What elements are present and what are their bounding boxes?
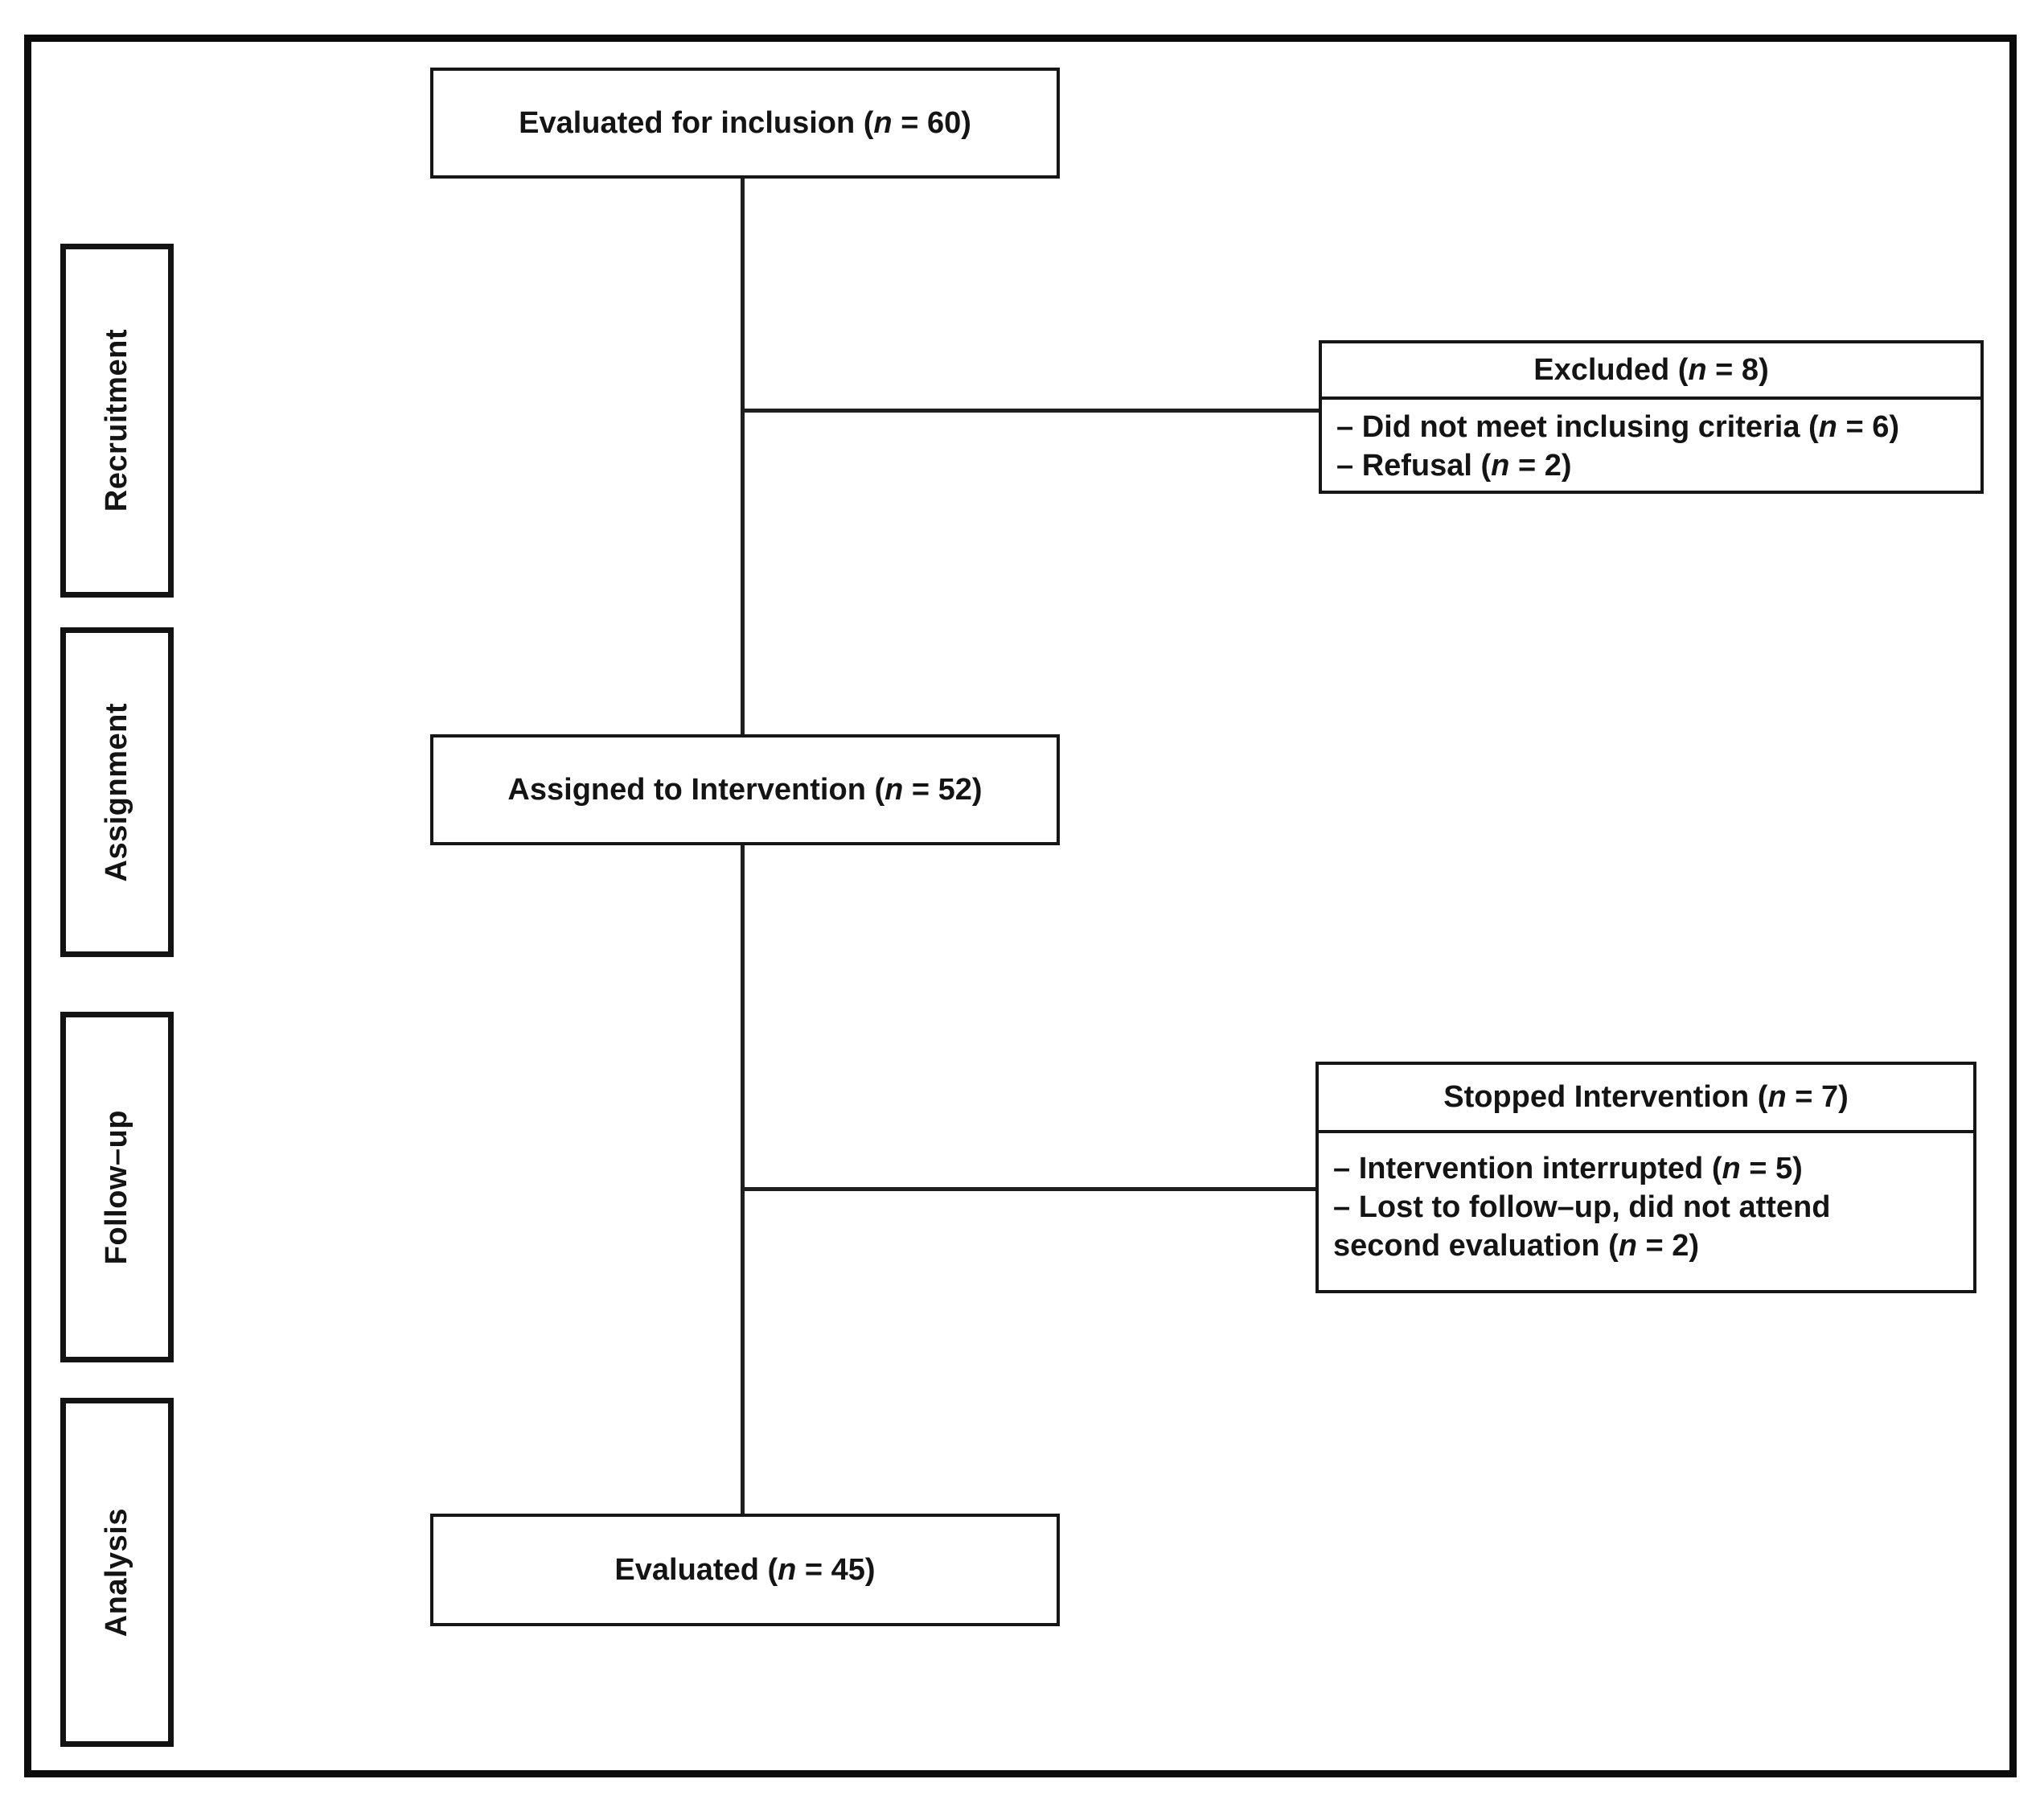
label-text: = 2): [1636, 1229, 1700, 1263]
label-text: Evaluated (: [614, 1552, 778, 1587]
n-italic: n: [778, 1552, 797, 1587]
box-label: Stopped Intervention (n = 7): [1443, 1080, 1849, 1115]
stage-assignment: Assignment: [60, 627, 174, 957]
box-label: Evaluated for inclusion (n = 60): [519, 106, 971, 141]
label-text: – Refusal (: [1336, 449, 1492, 483]
label-text: Stopped Intervention (: [1443, 1080, 1768, 1114]
label-text: – Did not meet inclusing criteria (: [1336, 410, 1819, 444]
box-stopped-intervention: Stopped Intervention (n = 7) – Intervent…: [1315, 1062, 1976, 1293]
label-text: = 7): [1786, 1080, 1849, 1114]
stage-label: Assignment: [100, 702, 133, 882]
stage-analysis: Analysis: [60, 1398, 174, 1747]
stage-recruitment: Recruitment: [60, 244, 174, 598]
box-label: Excluded (n = 8): [1533, 353, 1768, 388]
label-text: second evaluation (: [1333, 1229, 1619, 1263]
stage-label: Follow–up: [100, 1109, 133, 1265]
box-label: Assigned to Intervention (n = 52): [507, 773, 982, 807]
list-item: – Intervention interrupted (n = 5): [1333, 1149, 1959, 1188]
label-text: = 8): [1706, 352, 1769, 387]
n-italic: n: [1491, 449, 1510, 483]
connector-horizontal-stopped: [742, 1187, 1317, 1191]
label-text: = 60): [892, 105, 971, 140]
label-text: = 52): [903, 772, 983, 807]
connector-vertical-bottom: [741, 844, 745, 1515]
n-italic: n: [1688, 352, 1707, 387]
list-item: – Refusal (n = 2): [1336, 446, 1966, 485]
stage-followup: Follow–up: [60, 1012, 174, 1362]
stage-label: Recruitment: [100, 329, 133, 512]
n-italic: n: [885, 772, 904, 807]
label-text: = 6): [1837, 410, 1899, 444]
n-italic: n: [873, 105, 893, 140]
label-text: – Lost to follow–up, did not attend: [1333, 1190, 1831, 1224]
list-item: – Did not meet inclusing criteria (n = 6…: [1336, 408, 1966, 446]
box-stopped-header: Stopped Intervention (n = 7): [1319, 1065, 1973, 1133]
label-text: = 45): [796, 1552, 876, 1587]
box-excluded: Excluded (n = 8) – Did not meet inclusin…: [1319, 340, 1984, 494]
box-excluded-header: Excluded (n = 8): [1322, 343, 1980, 400]
box-assigned-to-intervention: Assigned to Intervention (n = 52): [430, 734, 1060, 845]
connector-horizontal-excluded: [742, 409, 1320, 413]
box-evaluated-for-inclusion: Evaluated for inclusion (n = 60): [430, 68, 1060, 179]
connector-vertical-top: [741, 177, 745, 736]
label-text: = 5): [1740, 1152, 1803, 1185]
box-evaluated: Evaluated (n = 45): [430, 1514, 1060, 1626]
box-excluded-body: – Did not meet inclusing criteria (n = 6…: [1322, 400, 1980, 485]
n-italic: n: [1618, 1229, 1637, 1263]
n-italic: n: [1818, 410, 1837, 444]
label-text: Evaluated for inclusion (: [519, 105, 874, 140]
stage-label: Analysis: [100, 1507, 133, 1637]
box-stopped-body: – Intervention interrupted (n = 5) – Los…: [1319, 1133, 1973, 1265]
label-text: – Intervention interrupted (: [1333, 1152, 1722, 1185]
label-text: Excluded (: [1533, 352, 1689, 387]
n-italic: n: [1722, 1152, 1741, 1185]
figure-border: [24, 35, 2017, 1777]
label-text: Assigned to Intervention (: [507, 772, 885, 807]
label-text: = 2): [1509, 449, 1572, 483]
n-italic: n: [1767, 1080, 1787, 1114]
box-label: Evaluated (n = 45): [614, 1553, 875, 1588]
list-item: – Lost to follow–up, did not attend seco…: [1333, 1188, 1959, 1265]
